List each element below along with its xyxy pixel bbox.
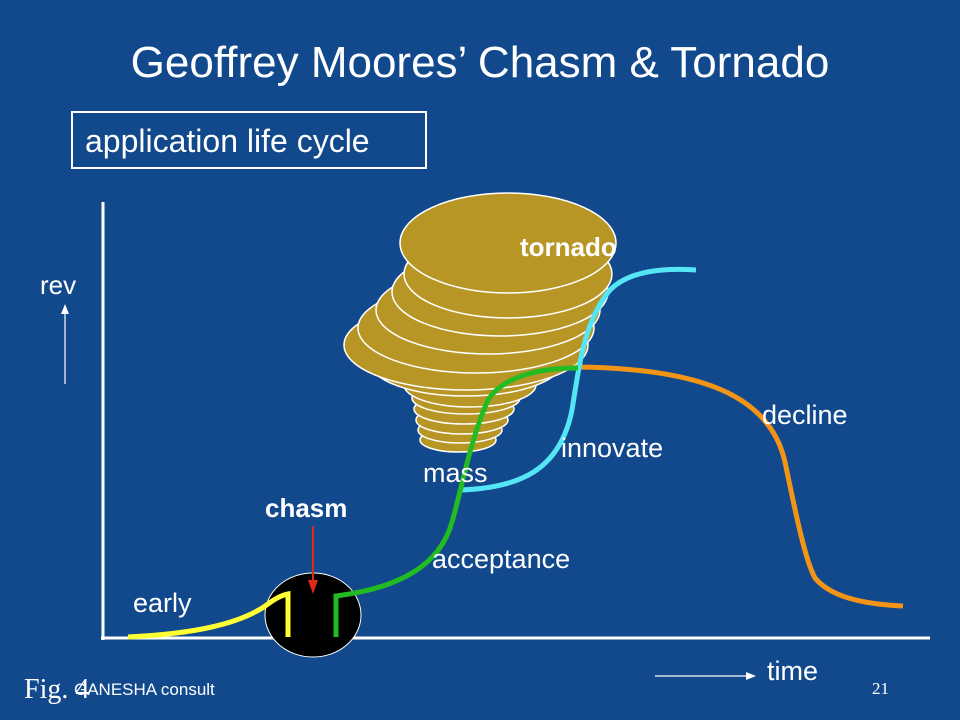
acceptance-curve (333, 365, 579, 637)
innovate-curve (459, 266, 697, 493)
subtitle-box: application life cycle (71, 111, 427, 169)
chasm-label: chasm (265, 493, 347, 523)
slide-title: Geoffrey Moores’ Chasm & Tornado (130, 38, 830, 87)
page-number: 21 (872, 679, 889, 698)
early-label: early (133, 588, 192, 618)
decline-label: decline (762, 400, 848, 430)
rev-label: rev (40, 270, 76, 300)
tornado-label: tornado (520, 232, 617, 262)
figure-label: Fig. 4 (24, 674, 90, 705)
rev-arrow-icon (61, 304, 69, 384)
tornado-layer (399, 192, 617, 294)
time-label: time (767, 656, 818, 686)
early-curve (127, 591, 291, 640)
mass-label: mass (423, 458, 488, 488)
chasm-arrow-icon (308, 526, 318, 594)
subtitle: application life cycle (85, 123, 370, 159)
company-footer: GANESHA consult (74, 680, 215, 699)
acceptance-label: acceptance (432, 544, 570, 574)
innovate-label: innovate (561, 433, 663, 463)
tornado-shape (343, 192, 617, 453)
time-arrow-icon (655, 672, 756, 680)
decline-curve (574, 364, 904, 609)
